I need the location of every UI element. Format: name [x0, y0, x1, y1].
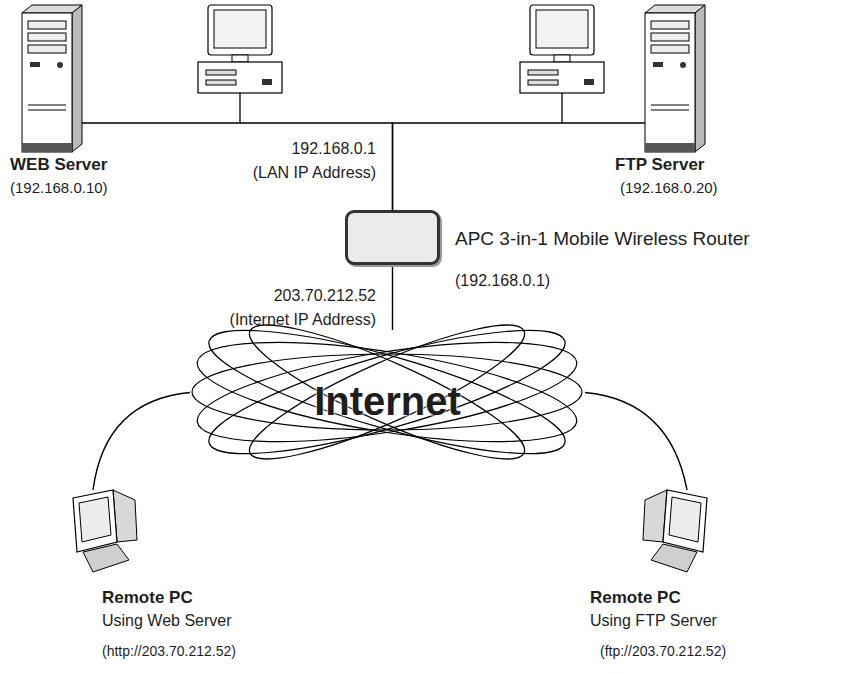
- remote-pc: Remote PCUsing FTP Server(ftp://203.70.2…: [635, 490, 715, 580]
- tower-side: [695, 5, 705, 152]
- tower-side: [72, 5, 82, 152]
- screen: [536, 10, 588, 48]
- ip-address-label: (LAN IP Address): [253, 164, 376, 182]
- monitor-front: [73, 490, 117, 552]
- pc-drop-line: [239, 93, 240, 123]
- node-title: FTP Server: [615, 155, 704, 175]
- node-title: WEB Server: [10, 155, 107, 175]
- node-detail: (192.168.0.1): [455, 272, 550, 290]
- power-light: [30, 62, 40, 67]
- desktop-pc: [198, 5, 282, 93]
- router-box: APC 3-in-1 Mobile Wireless Router(192.16…: [345, 210, 440, 265]
- ftp-server: FTP Server(192.168.0.20): [645, 5, 705, 152]
- ip-address-label: (Internet IP Address): [230, 311, 376, 329]
- power-light: [262, 79, 272, 85]
- remote-pc-illustration: [73, 490, 137, 572]
- monitor-base: [83, 544, 129, 572]
- node-detail: Using Web Server: [102, 612, 232, 630]
- drive-slot: [528, 80, 558, 85]
- drive-bay: [28, 45, 66, 53]
- node-detail: (http://203.70.212.52): [102, 643, 236, 659]
- node-title: Internet: [190, 378, 585, 424]
- server-tower: [645, 5, 705, 152]
- monitor: [208, 5, 272, 55]
- remote-pc-illustration: [643, 490, 707, 572]
- network-link: [585, 393, 687, 491]
- vent-line: [651, 105, 689, 106]
- node-detail: Using FTP Server: [590, 612, 717, 630]
- desktop-case: [198, 62, 282, 93]
- screen: [214, 10, 266, 48]
- web-server: WEB Server(192.168.0.10): [22, 5, 82, 152]
- screen: [79, 497, 111, 542]
- pc-drop-line: [561, 93, 562, 123]
- tower-base: [22, 143, 72, 152]
- server-tower: [22, 5, 82, 152]
- tower-front: [22, 13, 72, 152]
- vent-line: [28, 110, 66, 111]
- monitor-base: [651, 544, 697, 572]
- monitor-neck: [554, 55, 570, 62]
- node-detail: (192.168.0.10): [10, 179, 108, 196]
- drive-bay: [651, 45, 689, 53]
- drive-bay: [28, 33, 66, 41]
- vent-line: [651, 110, 689, 111]
- vent-line: [28, 105, 66, 106]
- node-detail: (ftp://203.70.212.52): [600, 643, 726, 659]
- power-light: [584, 79, 594, 85]
- drive-bay: [651, 21, 689, 29]
- screen: [669, 497, 701, 542]
- drive-slot: [528, 70, 558, 75]
- internet-cloud: Internet: [190, 330, 585, 455]
- monitor-front: [663, 490, 707, 552]
- drive-slot: [206, 80, 236, 85]
- power-button: [680, 62, 686, 68]
- node-title: Remote PC: [590, 588, 681, 608]
- remote-pc: Remote PCUsing Web Server(http://203.70.…: [65, 490, 145, 580]
- network-link: [393, 123, 646, 210]
- node-detail: (192.168.0.20): [620, 179, 718, 196]
- drive-bay: [28, 21, 66, 29]
- desktop-pc: [520, 5, 604, 93]
- node-title: APC 3-in-1 Mobile Wireless Router: [455, 228, 750, 250]
- network-link: [392, 265, 393, 330]
- tower-front: [645, 13, 695, 152]
- ip-address-label: 203.70.212.52: [274, 287, 376, 305]
- power-button: [57, 62, 63, 68]
- node-title: Remote PC: [102, 588, 193, 608]
- monitor-neck: [232, 55, 248, 62]
- power-light: [653, 62, 663, 67]
- network-link: [93, 393, 190, 491]
- tower-base: [645, 143, 695, 152]
- drive-slot: [206, 70, 236, 75]
- monitor: [530, 5, 594, 55]
- ip-address-label: 192.168.0.1: [291, 140, 376, 158]
- drive-bay: [651, 33, 689, 41]
- network-link: [82, 123, 393, 210]
- desktop-case: [520, 62, 604, 93]
